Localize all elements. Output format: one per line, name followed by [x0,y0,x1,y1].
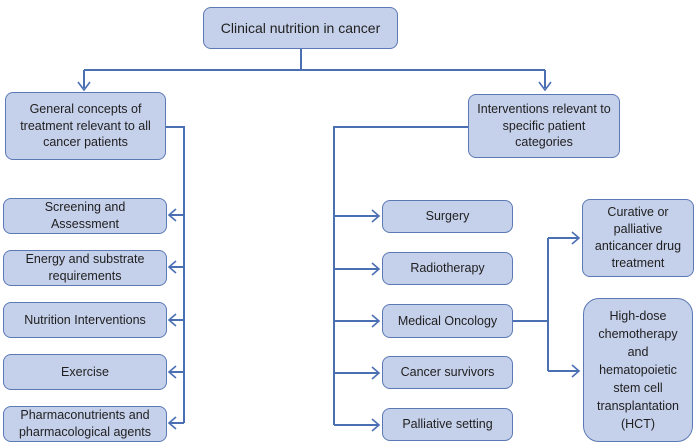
right-item-palliative-setting: Palliative setting [382,408,513,441]
left-item-screening: Screening and Assessment [3,198,167,234]
connector-left-spine [166,126,185,423]
connector-left-items [170,214,184,424]
root-node: Clinical nutrition in cancer [203,7,398,49]
right-item-radiotherapy: Radiotherapy [382,252,513,285]
right-item-surgery: Surgery [382,200,513,233]
oncology-child-drug-treatment: Curative or palliative anticancer drug t… [582,199,694,277]
connector-root [83,48,546,88]
right-heading-node: Interventions relevant to specific patie… [468,94,620,158]
arrowhead-right-items [371,209,381,432]
oncology-child-hct: High-dose chemotherapy and hematopoietic… [583,298,693,442]
left-heading-node: General concepts of treatment relevant t… [5,92,166,160]
left-item-pharmaconutrients: Pharmaconutrients and pharmacological ag… [3,406,167,442]
arrowhead-right-heading [538,81,552,92]
left-item-exercise: Exercise [3,354,167,390]
left-item-nutrition-interventions: Nutrition Interventions [3,302,167,338]
left-item-energy: Energy and substrate requirements [3,250,167,286]
arrowhead-left-items [167,208,177,430]
arrowhead-left-heading [77,81,91,92]
arrowhead-oncology [571,231,581,378]
right-item-cancer-survivors: Cancer survivors [382,356,513,389]
right-item-medical-oncology: Medical Oncology [382,304,513,338]
connector-right-spine [333,126,468,425]
connector-right-items [334,215,378,426]
connector-oncology [513,237,578,372]
